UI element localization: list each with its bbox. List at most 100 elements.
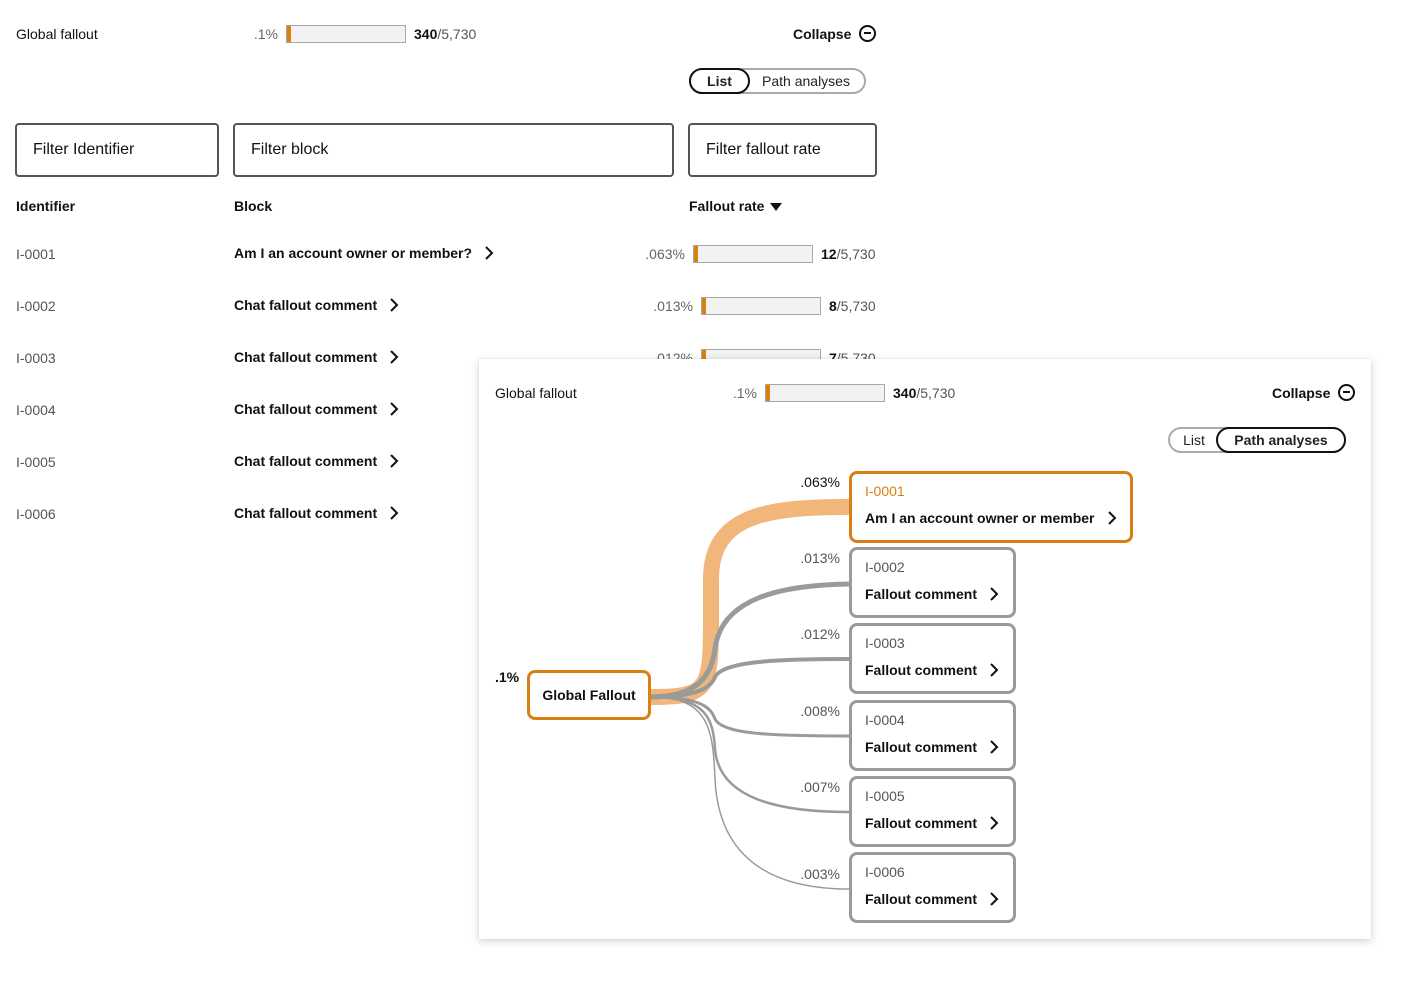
path-node-title-label: Fallout comment [865,815,978,831]
path-node-title: Fallout comment [865,586,1001,602]
sort-desc-icon [770,203,783,212]
row-fallout-bar [701,297,821,315]
global-fallout-node[interactable]: Global Fallout [527,670,651,720]
row-block-link[interactable]: Am I an account owner or member? [234,245,496,261]
chevron-right-icon [390,506,399,520]
path-node-i-0002[interactable]: I-0002 Fallout comment [849,547,1016,618]
chevron-right-icon [390,454,399,468]
chevron-right-icon [990,663,999,677]
row-block-link[interactable]: Chat fallout comment [234,505,401,521]
row-fallout-bar-fill [694,246,698,262]
row-fallout-bar-fill [702,298,706,314]
row-block-link[interactable]: Chat fallout comment [234,401,401,417]
row-block-label: Chat fallout comment [234,505,378,521]
header-fallout-rate[interactable]: Fallout rate [689,198,783,214]
chevron-right-icon [1107,511,1116,525]
flow-pct-i-0002: .013% [800,550,840,566]
flow-link-i-0002 [650,581,850,700]
row-block-link[interactable]: Chat fallout comment [234,453,401,469]
global-fallout-label: Global fallout [16,26,98,42]
flow-link-i-0003 [650,657,850,699]
row-identifier: I-0005 [16,454,56,470]
path-node-title-label: Fallout comment [865,891,978,907]
row-fallout-bar-fill [702,350,706,366]
row-block-link[interactable]: Chat fallout comment [234,297,401,313]
row-fallout-bar [693,245,813,263]
path-node-i-0006[interactable]: I-0006 Fallout comment [849,852,1016,923]
flow-pct-i-0005: .007% [800,779,840,795]
row-identifier: I-0003 [16,350,56,366]
fallout-flow-diagram [643,499,857,890]
path-node-title-label: Fallout comment [865,586,978,602]
overlay-global-fallout-pct: .1% [732,385,757,401]
path-node-id: I-0004 [865,712,905,728]
overlay-global-fallout-count: 340/5,730 [893,385,956,401]
row-fallout-pct: .013% [653,298,693,314]
path-node-id: I-0002 [865,559,905,575]
overlay-global-fallout-bar [765,384,885,402]
flow-link-i-0006 [650,696,850,890]
path-node-id: I-0003 [865,635,905,651]
row-block-label: Chat fallout comment [234,349,378,365]
header-fallout-rate-label: Fallout rate [689,198,765,214]
chevron-right-icon [390,350,399,364]
toggle-list[interactable]: List [689,68,750,94]
path-node-id: I-0005 [865,788,905,804]
overlay-toggle-list[interactable]: List [1183,432,1205,448]
view-toggle: List Path analyses [689,68,866,94]
chevron-right-icon [485,246,494,260]
path-node-i-0001[interactable]: I-0001 Am I an account owner or member [849,471,1133,543]
path-node-title: Am I an account owner or member [865,510,1119,526]
flow-link-i-0004 [650,695,850,738]
flow-pct-i-0006: .003% [800,866,840,882]
path-node-i-0004[interactable]: I-0004 Fallout comment [849,700,1016,771]
chevron-right-icon [990,587,999,601]
minus-circle-icon [1338,384,1356,401]
overlay-global-fallout-bar-fill [766,385,770,401]
path-node-i-0005[interactable]: I-0005 Fallout comment [849,776,1016,847]
row-identifier: I-0004 [16,402,56,418]
global-fallout-bar-fill [287,26,291,42]
row-block-label: Chat fallout comment [234,401,378,417]
path-node-title-label: Am I an account owner or member [865,510,1095,526]
row-identifier: I-0002 [16,298,56,314]
overlay-global-fallout-label: Global fallout [495,385,577,401]
header-block[interactable]: Block [234,198,273,214]
flow-pct-i-0001: .063% [800,474,840,490]
global-fallout-bar [286,25,406,43]
path-analyses-panel: Global fallout .1% 340/5,730 Collapse Li… [479,359,1371,939]
overlay-collapse-button[interactable]: Collapse [1272,384,1356,401]
flow-pct-i-0003: .012% [800,626,840,642]
row-block-label: Chat fallout comment [234,453,378,469]
filter-fallout-rate-input[interactable] [688,123,877,177]
row-fallout-pct: .063% [645,246,685,262]
filter-identifier-input[interactable] [15,123,219,177]
path-node-title: Fallout comment [865,815,1001,831]
row-block-link[interactable]: Chat fallout comment [234,349,401,365]
row-identifier: I-0001 [16,246,56,262]
row-fallout-count: 12/5,730 [821,246,876,262]
toggle-path-analyses[interactable]: Path analyses [762,73,850,89]
chevron-right-icon [390,402,399,416]
row-block-label: Chat fallout comment [234,297,378,313]
path-node-id: I-0001 [865,483,905,499]
path-node-title: Fallout comment [865,739,1001,755]
path-node-title-label: Fallout comment [865,739,978,755]
chevron-right-icon [390,298,399,312]
minus-circle-icon [859,25,877,42]
collapse-button[interactable]: Collapse [793,25,877,42]
filter-block-input[interactable] [233,123,674,177]
chevron-right-icon [990,816,999,830]
overlay-toggle-path-analyses[interactable]: Path analyses [1216,427,1346,453]
flow-pct-i-0004: .008% [800,703,840,719]
chevron-right-icon [990,892,999,906]
root-pct: .1% [495,669,520,685]
collapse-label: Collapse [793,25,852,42]
row-fallout-count: 8/5,730 [829,298,876,314]
overlay-collapse-label: Collapse [1272,384,1331,401]
path-node-title: Fallout comment [865,891,1001,907]
path-node-title: Fallout comment [865,662,1001,678]
header-identifier[interactable]: Identifier [16,198,76,214]
row-block-label: Am I an account owner or member? [234,245,473,261]
path-node-i-0003[interactable]: I-0003 Fallout comment [849,623,1016,694]
